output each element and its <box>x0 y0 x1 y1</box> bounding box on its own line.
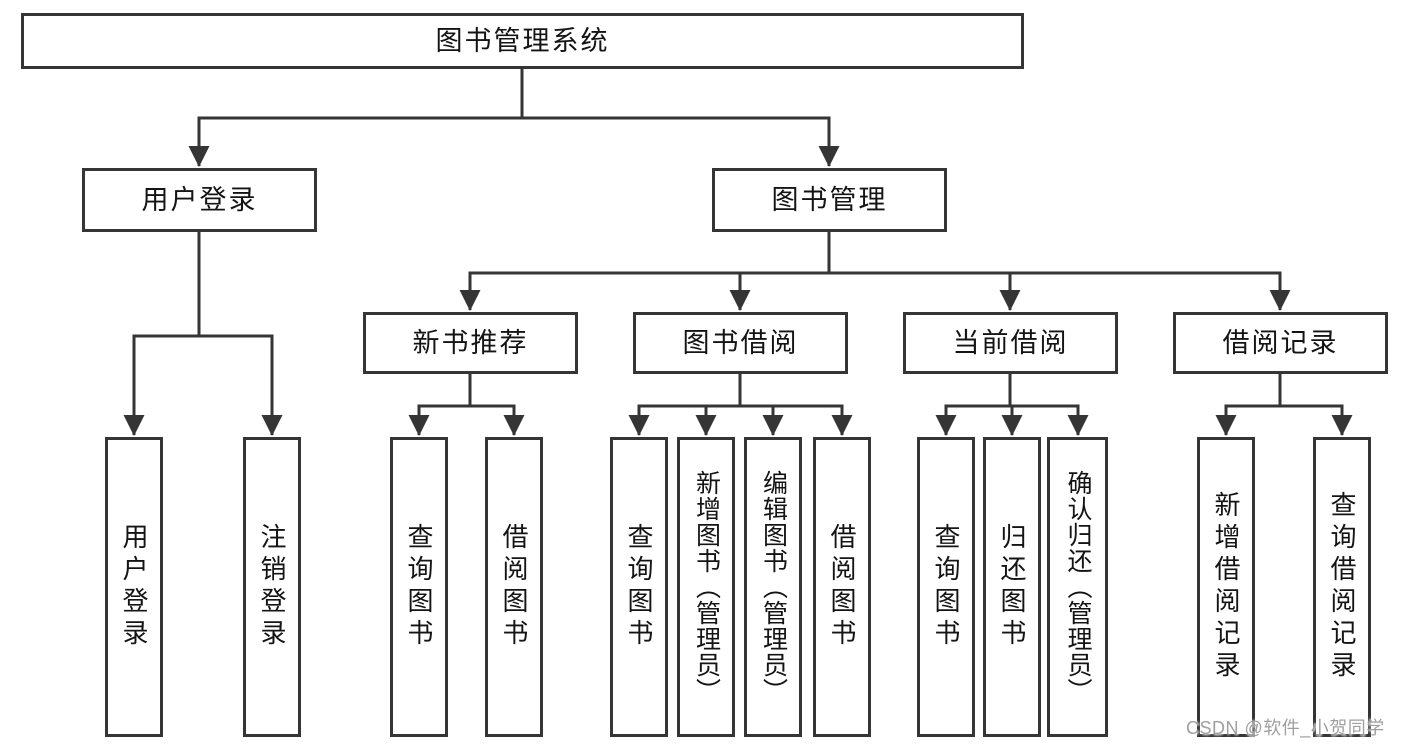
connector-root <box>197 65 831 120</box>
leaf-query-book-current: 查询图书 <box>917 437 975 737</box>
connector-book-mgmt <box>468 228 1282 275</box>
leaf-borrow-book-recommend: 借阅图书 <box>485 437 543 737</box>
node-borrow-record: 借阅记录 <box>1173 312 1388 374</box>
node-new-book-recommend: 新书推荐 <box>363 312 578 374</box>
leaf-query-borrow-record: 查询借阅记录 <box>1313 437 1371 737</box>
leaf-add-book-admin: 新增图书（管理员） <box>677 437 735 737</box>
connector-user-login <box>132 228 274 338</box>
leaf-query-book-recommend: 查询图书 <box>390 437 448 737</box>
leaf-user-login: 用户登录 <box>105 437 163 737</box>
connector-new-book <box>417 370 516 408</box>
connector-book-borrow <box>637 370 844 408</box>
node-user-login: 用户登录 <box>82 168 317 232</box>
connector-borrow-record <box>1224 370 1344 408</box>
node-book-management: 图书管理 <box>712 168 947 232</box>
csdn-watermark: CSDN @软件_小贺同学 <box>1186 718 1385 738</box>
connector-current-borrow <box>944 370 1080 408</box>
leaf-borrow-book: 借阅图书 <box>813 437 871 737</box>
node-book-borrow: 图书借阅 <box>633 312 848 374</box>
leaf-add-borrow-record: 新增借阅记录 <box>1197 437 1255 737</box>
leaf-query-book-borrow: 查询图书 <box>610 437 668 737</box>
leaf-logout: 注销登录 <box>243 437 301 737</box>
leaf-confirm-return-admin: 确认归还（管理员） <box>1047 437 1108 737</box>
leaf-return-book: 归还图书 <box>983 437 1041 737</box>
leaf-edit-book-admin: 编辑图书（管理员） <box>744 437 802 737</box>
node-root-library-system: 图书管理系统 <box>21 13 1024 69</box>
node-current-borrow: 当前借阅 <box>903 312 1118 374</box>
